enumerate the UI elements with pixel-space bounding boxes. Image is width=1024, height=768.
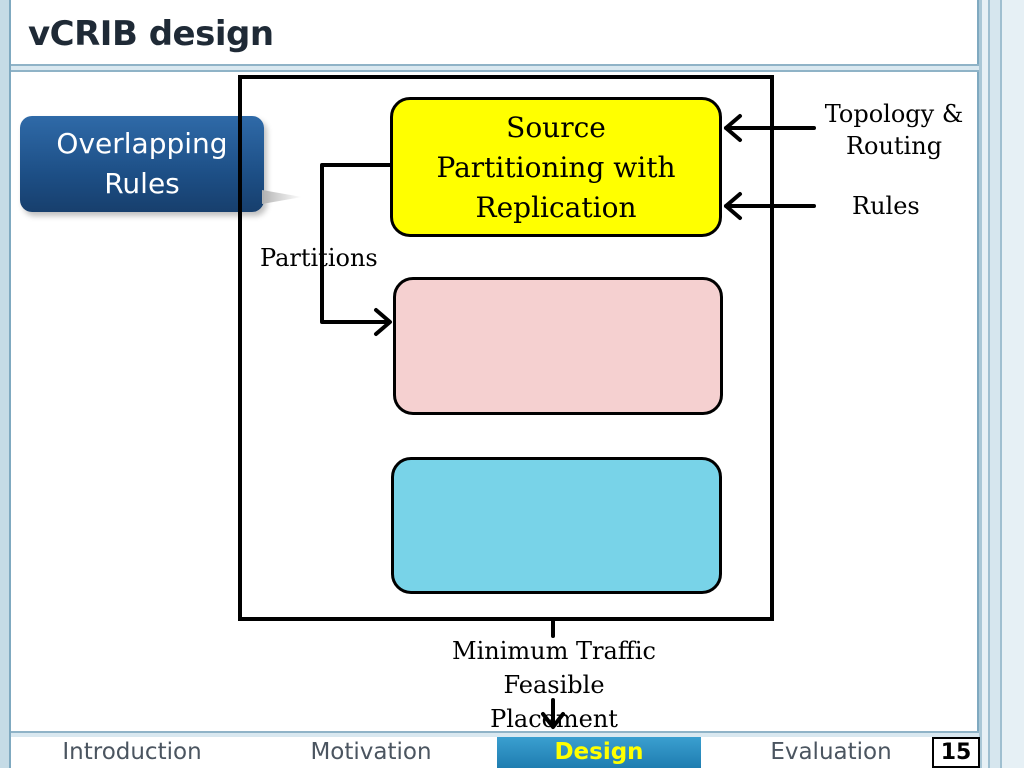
rules-input-label: Rules [852,192,920,220]
vcrib-system-box [238,75,774,621]
stage1-line-2: Partitioning with [436,151,676,184]
output-line-3: Placement [490,705,618,733]
footer-divider [11,731,979,737]
partitions-connector [320,163,392,324]
slide-frame [0,0,982,768]
right-decorative-rail [982,0,1024,768]
output-line-1: Minimum Traffic [452,637,656,665]
topology-line-1: Topology & [824,100,964,128]
output-label: Minimum Traffic Feasible Placement [434,634,674,736]
stage1-line-3: Replication [475,191,637,224]
topology-line-2: Routing [845,132,943,160]
nav-design-active[interactable]: Design [497,737,701,768]
callout-line-2: Rules [104,167,180,200]
slide-frame-inner [9,0,979,768]
overlapping-rules-callout: Overlapping Rules [20,116,264,212]
output-line-2: Feasible [503,671,605,699]
partitions-arrowhead [374,308,392,336]
third-stage-box [391,457,722,594]
partitions-label: Partitions [260,244,378,272]
source-partitioning-stage: Source Partitioning with Replication [390,97,722,237]
rules-arrowhead [724,192,742,220]
topology-arrowhead [724,114,742,142]
nav-evaluation[interactable]: Evaluation [770,739,892,765]
stage1-line-1: Source [506,111,606,144]
nav-motivation[interactable]: Motivation [310,739,432,765]
nav-introduction[interactable]: Introduction [62,739,202,765]
topology-routing-label: Topology & Routing [814,98,974,162]
callout-line-1: Overlapping [56,127,228,160]
title-divider [11,64,979,72]
slide-title: vCRIB design [28,14,274,54]
second-stage-box [393,277,723,415]
output-arrowhead [541,712,565,729]
page-number: 15 [932,737,980,768]
